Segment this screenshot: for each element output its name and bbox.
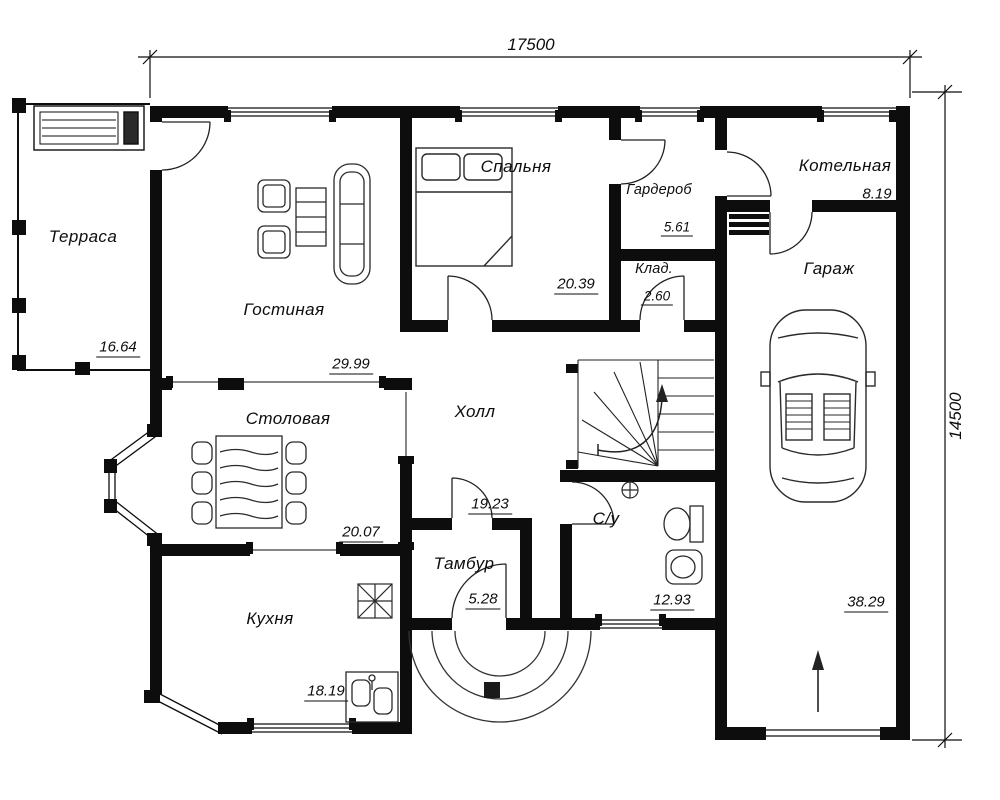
garage-entry-arrow: [812, 650, 824, 712]
bed-icon: [415, 147, 513, 267]
room-name-garage: Гараж: [803, 259, 855, 278]
toilet-icon: [663, 505, 704, 543]
room-name-bathroom: С/у: [592, 509, 620, 528]
stairs-icon: [577, 359, 714, 468]
room-area-dining: 20.07: [339, 523, 383, 543]
dimension-height-label: 14500: [946, 392, 965, 440]
room-name-wardrobe: Гардероб: [626, 182, 692, 198]
room-name-vestibule: Тамбур: [433, 554, 495, 573]
room-name-terrace: Терраса: [48, 227, 118, 246]
porch-steps: [408, 630, 592, 723]
room-area-bedroom: 20.39: [554, 275, 598, 295]
room-area-terrace: 16.64: [96, 338, 140, 358]
door-arcs: [161, 121, 813, 619]
terrace-structure: [12, 98, 150, 375]
window-markers: [166, 110, 896, 740]
car-icon: [760, 309, 876, 503]
kitchen-sink-icon: [345, 671, 399, 723]
room-area-kitchen: 18.19: [304, 682, 348, 702]
dimension-width-label: 17500: [507, 35, 555, 54]
room-area-bathroom: 12.93: [650, 591, 694, 611]
room-area-wardrobe: 5.61: [660, 219, 694, 237]
room-name-kitchen: Кухня: [246, 609, 294, 628]
room-name-bedroom: Спальня: [480, 157, 552, 176]
dining-table-icon: [191, 435, 307, 529]
room-area-boiler: 8.19: [859, 185, 895, 205]
vent-shaft-icon: [357, 583, 393, 619]
room-name-storage: Клад.: [635, 261, 673, 277]
floor-drain-icon: [621, 481, 639, 499]
planter-icon: [33, 105, 145, 151]
dimension-lines: [138, 49, 962, 748]
walls: [104, 106, 910, 740]
washbasin-icon: [665, 549, 703, 585]
room-area-storage: 2.60: [640, 288, 674, 306]
room-area-living: 29.99: [329, 355, 373, 375]
garage-steps: [729, 214, 769, 235]
room-name-boiler: Котельная: [798, 156, 892, 175]
room-area-hall: 19.23: [468, 495, 512, 515]
room-name-living: Гостиная: [243, 300, 325, 319]
room-area-vestibule: 5.28: [465, 590, 501, 610]
room-area-garage: 38.29: [844, 593, 888, 613]
room-name-hall: Холл: [454, 402, 496, 421]
sofa-set-icon: [257, 163, 371, 285]
windows: [107, 107, 896, 737]
room-name-dining: Столовая: [245, 409, 331, 428]
